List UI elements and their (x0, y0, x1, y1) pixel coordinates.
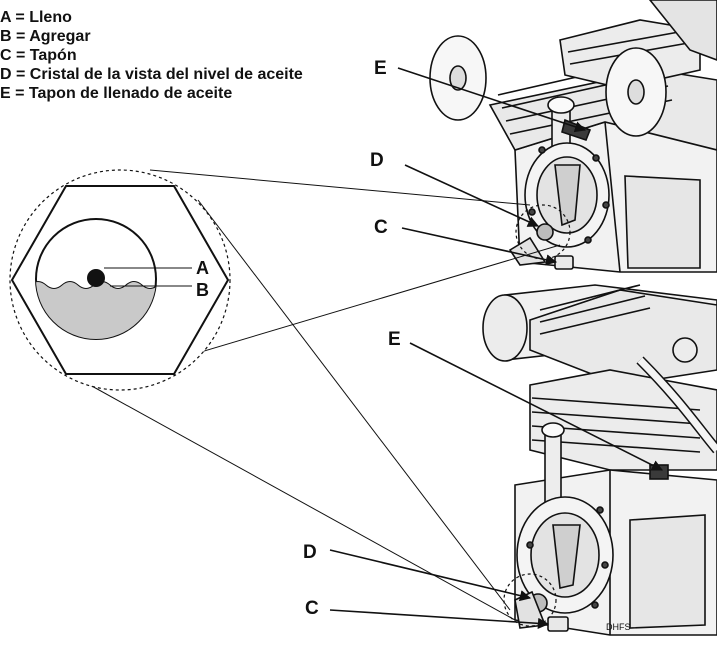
callout-d-lower: D (303, 542, 317, 563)
callout-b: B (196, 280, 209, 300)
callout-a: A (196, 258, 209, 278)
callout-e-lower: E (388, 329, 401, 350)
upper-compressor (429, 0, 717, 273)
svg-text:DHFS: DHFS (606, 622, 631, 632)
arrow-d-upper (404, 164, 540, 227)
arrow-e-upper (397, 67, 587, 133)
legend-item-e: E = Tapon de llenado de aceite (0, 85, 233, 102)
callout-c-lower: C (305, 598, 319, 619)
lower-drain-plug (547, 616, 569, 632)
callout-e-upper: E (374, 58, 387, 79)
arrow-c-upper (401, 227, 558, 266)
legend-item-c: C = Tapón (0, 47, 77, 64)
lower-detail-circle (503, 573, 557, 627)
legend-item-d: D = Cristal de la vista del nivel de ace… (0, 66, 303, 83)
legend-item-b: B = Agregar (0, 28, 91, 45)
magnified-sight-glass: A B (9, 169, 231, 391)
callouts (329, 67, 664, 629)
callout-d-upper: D (370, 150, 384, 171)
arrow-d-lower (329, 549, 532, 602)
upper-drain-plug (554, 255, 574, 270)
callout-c-upper: C (374, 217, 388, 238)
level-dot-icon (87, 269, 105, 287)
arrow-c-lower (329, 609, 550, 629)
arrow-e-lower (409, 342, 664, 471)
upper-oil-sight-glass (536, 223, 554, 241)
legend: A = Lleno B = Agregar C = Tapón D = Cris… (0, 8, 340, 103)
lower-compressor: DHFS (482, 284, 717, 636)
legend-item-a: A = Lleno (0, 9, 72, 26)
